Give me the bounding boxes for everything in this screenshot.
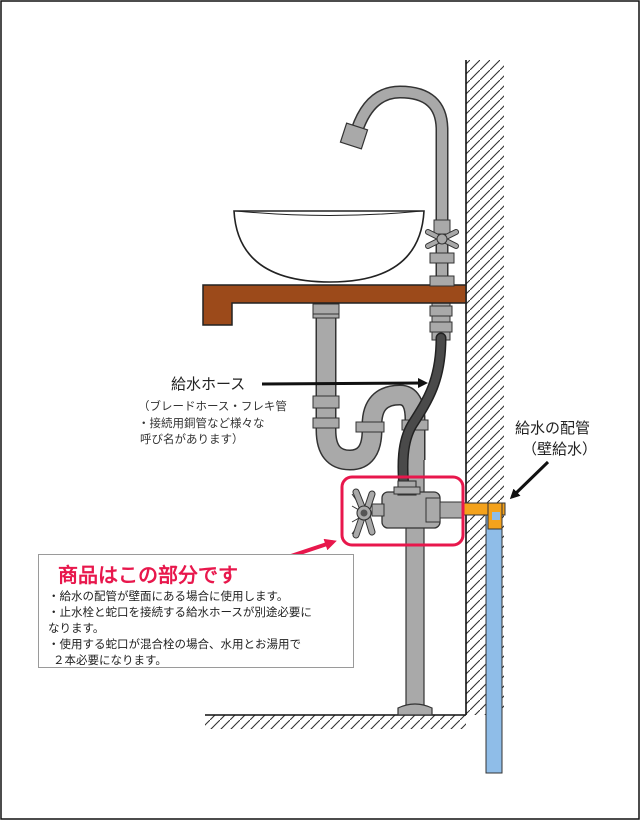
callout-line: ・止水栓と蛇口を接続する給水ホースが別途必要に [48, 605, 312, 619]
hose-arrow [261, 378, 428, 389]
floor [205, 714, 466, 729]
stop-valve [351, 480, 465, 539]
hose-note-line: 呼び名があります） [140, 432, 244, 446]
supply-stub [429, 299, 453, 341]
hose-note-line: ・接続用銅管など様々な [138, 416, 265, 430]
hose-label: 給水ホース [171, 375, 246, 393]
counter-top [202, 284, 467, 326]
supply-hose [397, 332, 447, 494]
callout-line: なります。 [48, 621, 105, 635]
callout-line: ・使用する蛇口が混合栓の場合、水用とお湯用で [48, 637, 301, 651]
basin [233, 210, 425, 283]
hose-note-line: （ブレードホース・フレキ管 [138, 399, 287, 413]
callout-headline: 商品はこの部分です [58, 563, 238, 587]
callout-line: ２本必要になります。 [53, 653, 167, 667]
wall-pipe-sublabel: （壁給水） [522, 440, 598, 458]
wall-pipe-label: 給水の配管 [515, 419, 591, 437]
wall-pipe-arrow [509, 460, 550, 500]
product-highlight-box [340, 475, 465, 547]
callout-line: ・給水の配管が壁面にある場合に使用します。 [48, 589, 289, 603]
product-callout: 商品はこの部分です ・給水の配管が壁面にある場合に使用します。 ・止水栓と蛇口を… [38, 554, 354, 668]
faucet [339, 85, 459, 287]
